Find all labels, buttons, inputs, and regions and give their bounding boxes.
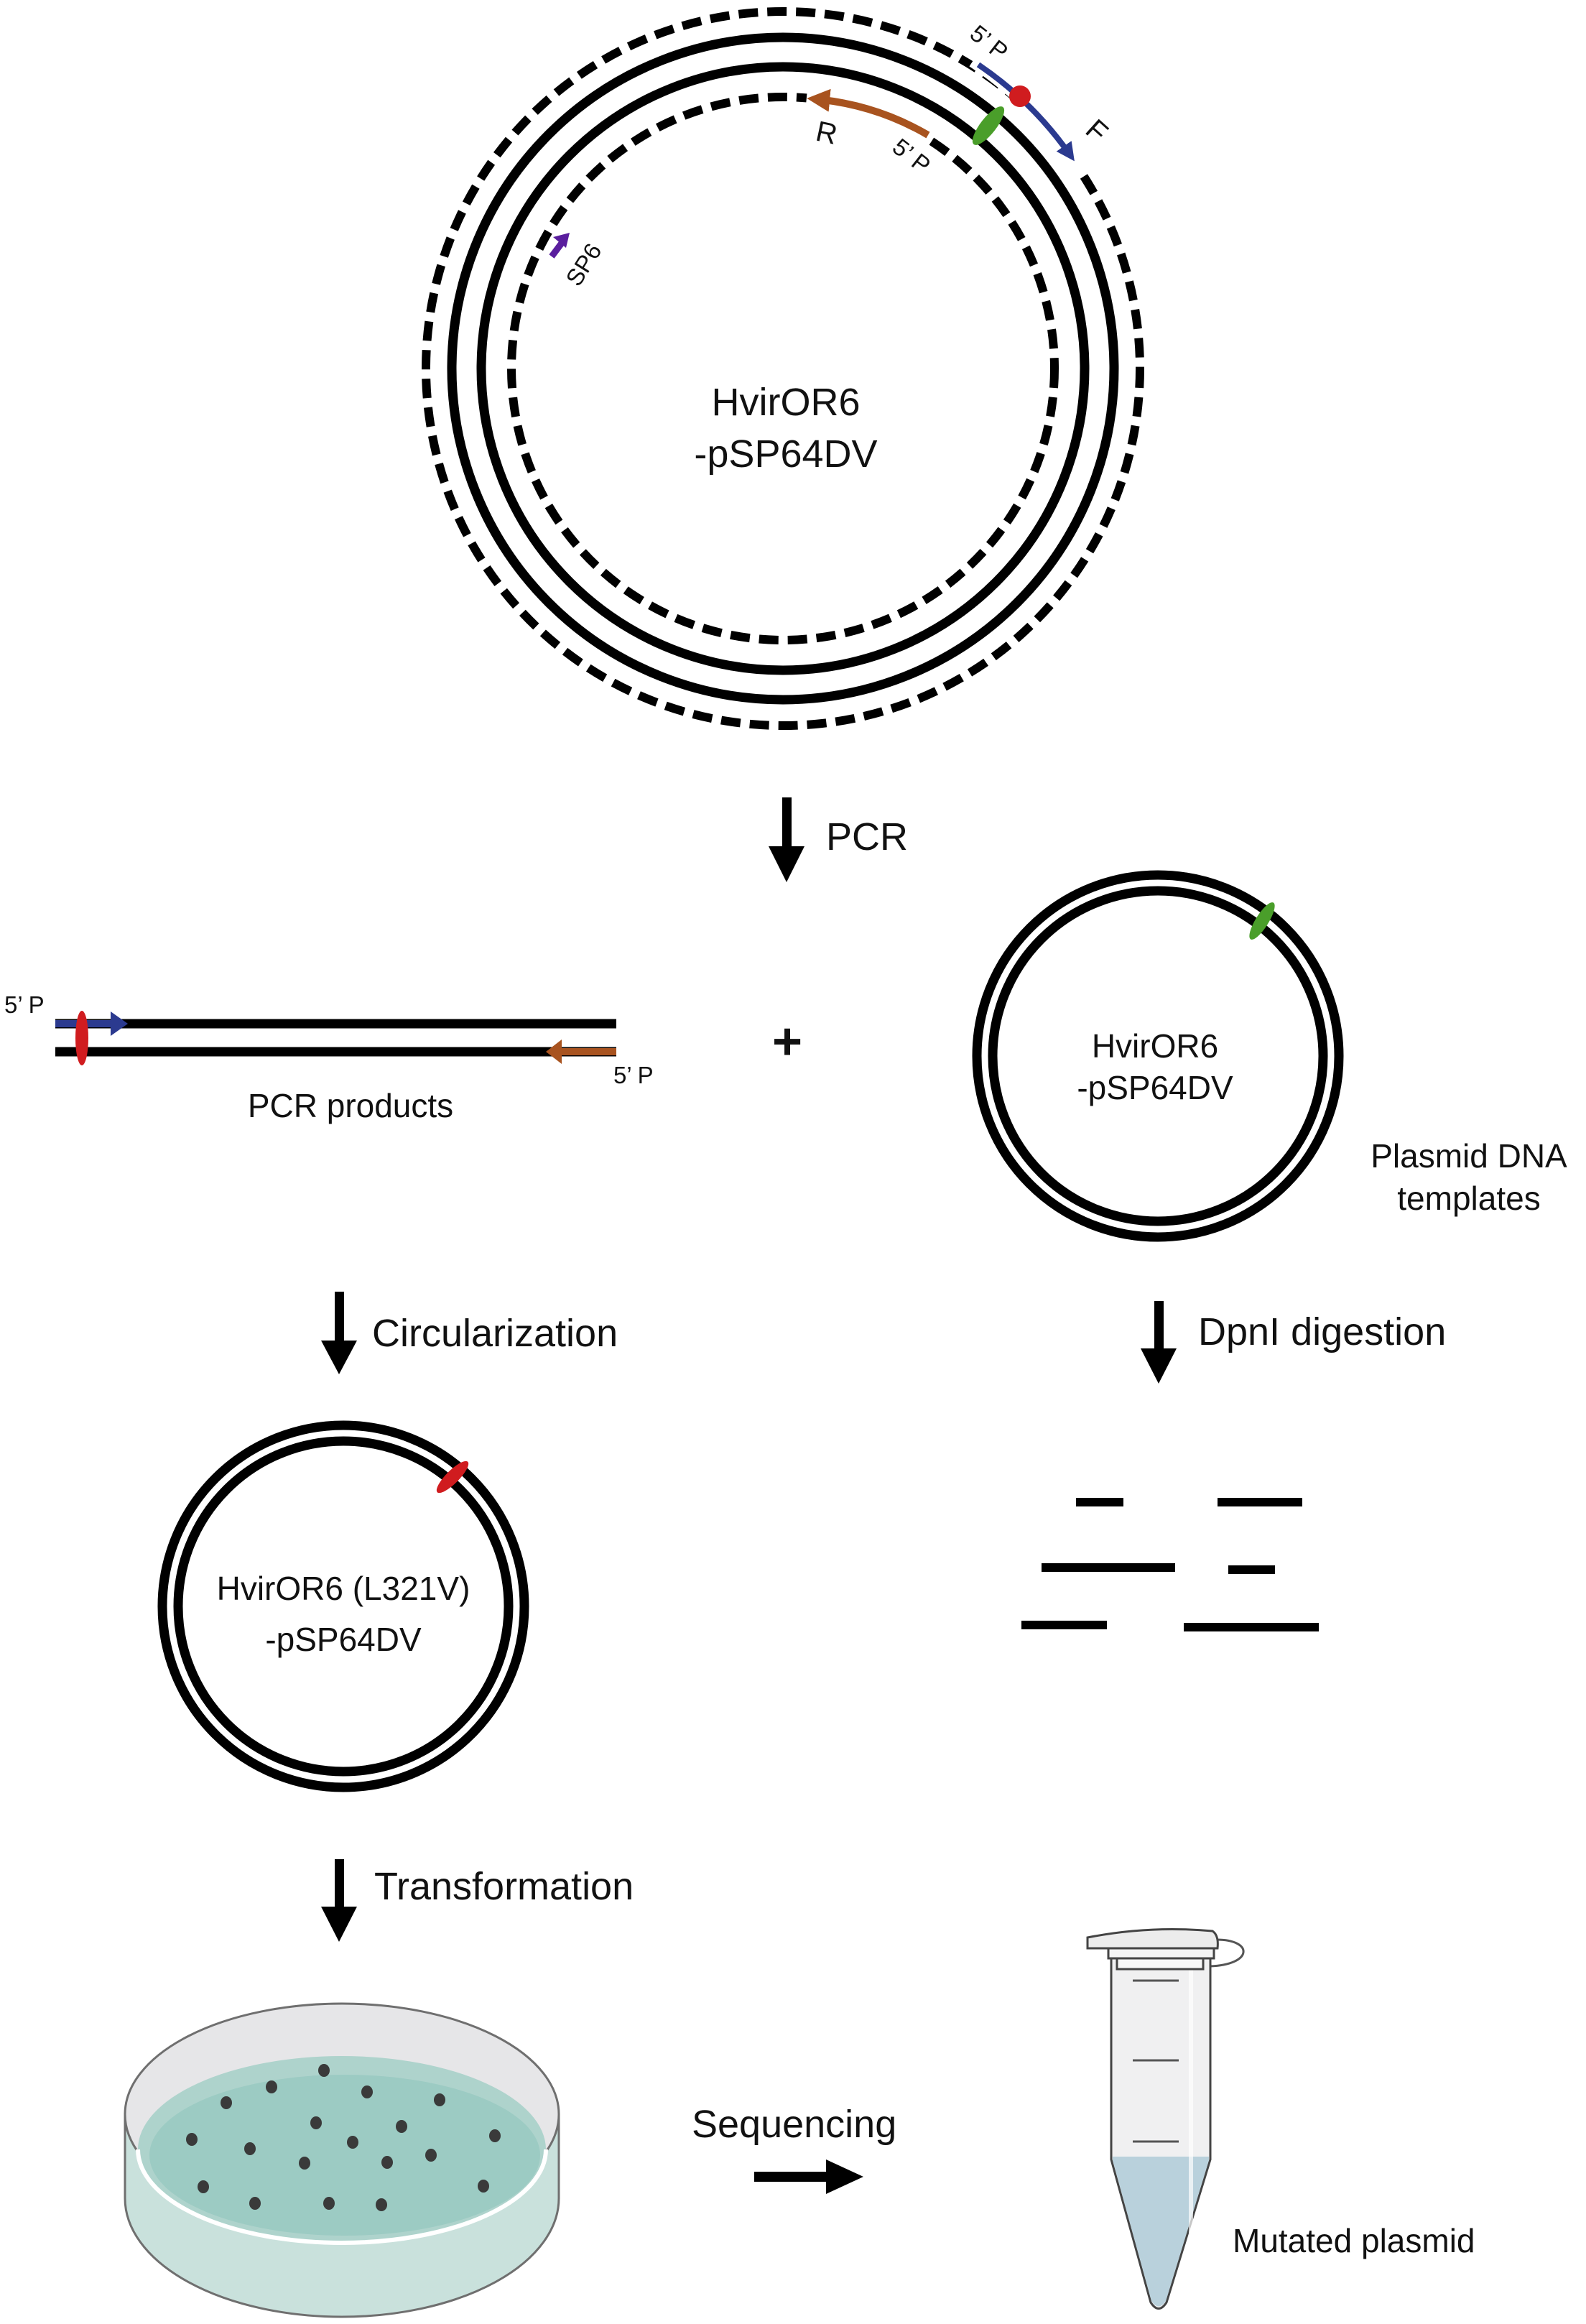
mutation-site-mark	[436, 1460, 469, 1494]
step-circularization: Circularization	[321, 1292, 618, 1374]
dna-fragment	[1228, 1565, 1275, 1574]
digested-fragments	[1021, 1498, 1319, 1631]
tube-cap	[1086, 1927, 1219, 1950]
step-label-pcr: PCR	[826, 815, 908, 858]
sp6-arrowhead	[553, 233, 570, 248]
bacterial-colony	[361, 2085, 373, 2098]
inner-solid-strand	[476, 62, 1090, 675]
bacterial-colony	[299, 2157, 310, 2170]
bacterial-colony	[434, 2093, 445, 2106]
reverse-primer-arrow	[807, 88, 930, 139]
plasmid-name-line2: -pSP64DV	[694, 432, 877, 476]
outer-dashed-strand	[422, 7, 1144, 730]
step-label-sequencing: Sequencing	[692, 2103, 896, 2146]
bacterial-colony	[323, 2197, 335, 2210]
mutant-name-line1: HvirOR6 (L321V)	[217, 1570, 470, 1607]
bacterial-colony	[310, 2116, 322, 2129]
step-label-circularization: Circularization	[372, 1312, 618, 1355]
bacterial-colony	[221, 2096, 232, 2109]
mutation-site-dot	[1009, 85, 1031, 107]
inner-dashed-strand	[507, 93, 1059, 644]
bacterial-colony	[489, 2129, 501, 2142]
bacterial-colony	[376, 2198, 387, 2211]
template-plasmid: HvirOR6 -pSP64DV Plasmid DNA templates	[972, 870, 1567, 1242]
dna-fragment	[1184, 1623, 1319, 1631]
mutant-outer-strand	[157, 1420, 529, 1792]
forward-primer-arrow	[976, 62, 1075, 162]
bacterial-colony	[318, 2064, 330, 2077]
step-dpni-digestion: DpnI digestion	[1141, 1301, 1446, 1384]
bacterial-colony	[249, 2197, 261, 2210]
template-outer-strand	[972, 870, 1344, 1242]
reverse-primer-label: R	[813, 116, 840, 151]
template-inner-strand	[988, 886, 1328, 1226]
dna-fragment	[1218, 1498, 1302, 1506]
bacterial-colony	[186, 2133, 198, 2146]
right-5p-label: 5’ P	[613, 1062, 654, 1088]
bacterial-colony	[425, 2149, 437, 2162]
left-5p-label: 5’ P	[4, 991, 45, 1018]
top-plasmid: 5’ P F R 5’ P SP6 HvirOR6 -pSP64DV	[422, 7, 1144, 730]
pcr-products-label: PCR products	[248, 1087, 453, 1124]
dna-fragment	[1076, 1498, 1123, 1506]
tube-hinge	[1209, 1938, 1245, 1968]
mutant-name-line2: -pSP64DV	[265, 1621, 422, 1658]
down-arrow-icon	[769, 797, 804, 882]
plasmid-name-line1: HvirOR6	[711, 381, 860, 424]
down-arrow-icon	[1141, 1301, 1177, 1384]
template-name-line1: HvirOR6	[1092, 1027, 1218, 1065]
down-arrow-icon	[321, 1859, 357, 1942]
mutant-inner-strand	[173, 1436, 514, 1777]
bacterial-colony	[266, 2080, 277, 2093]
microcentrifuge-tube-icon: Mutated plasmid	[1086, 1927, 1475, 2310]
tube-liquid	[1113, 2157, 1209, 2307]
right-arrow-icon	[754, 2159, 863, 2194]
bacterial-colony	[198, 2180, 209, 2193]
reverse-primer-arrowhead	[546, 1040, 562, 1064]
template-name-line2: -pSP64DV	[1077, 1069, 1233, 1106]
forward-primer-label: F	[1080, 114, 1114, 149]
forward-5p-label: 5’ P	[965, 19, 1014, 65]
bacterial-colony	[396, 2120, 407, 2133]
dna-fragment	[1042, 1563, 1175, 1572]
original-site-mark	[972, 106, 1005, 145]
template-caption-line1: Plasmid DNA	[1371, 1137, 1567, 1175]
step-pcr: PCR	[769, 797, 908, 882]
mutation-site-mark	[75, 1011, 88, 1065]
tube-cap-ring	[1107, 1947, 1215, 1960]
bacterial-colony	[381, 2156, 393, 2169]
step-sequencing: Sequencing	[692, 2103, 896, 2194]
step-label-transformation: Transformation	[374, 1865, 634, 1908]
dna-fragment	[1021, 1621, 1107, 1629]
tube-label: Mutated plasmid	[1233, 2222, 1475, 2259]
down-arrow-icon	[321, 1292, 357, 1374]
step-label-dpni: DpnI digestion	[1198, 1310, 1446, 1353]
outer-solid-strand	[447, 32, 1119, 705]
original-site-mark	[1249, 902, 1275, 940]
colonies	[186, 2064, 501, 2211]
bacterial-colony	[347, 2136, 358, 2149]
bacterial-colony	[478, 2180, 489, 2193]
template-caption-line2: templates	[1397, 1180, 1540, 1217]
pcr-products: 5’ P 5’ P PCR products +	[4, 991, 802, 1124]
petri-dish-icon	[124, 2002, 560, 2318]
step-transformation: Transformation	[321, 1859, 634, 1942]
plus-sign: +	[772, 1013, 802, 1070]
sp6-label: SP6	[560, 239, 606, 291]
bacterial-colony	[244, 2142, 256, 2155]
mutant-plasmid: HvirOR6 (L321V) -pSP64DV	[157, 1420, 529, 1792]
forward-primer-arrowhead	[111, 1011, 128, 1036]
agar-surface	[149, 2075, 540, 2236]
dish-inner-rim-highlight	[136, 2149, 548, 2245]
